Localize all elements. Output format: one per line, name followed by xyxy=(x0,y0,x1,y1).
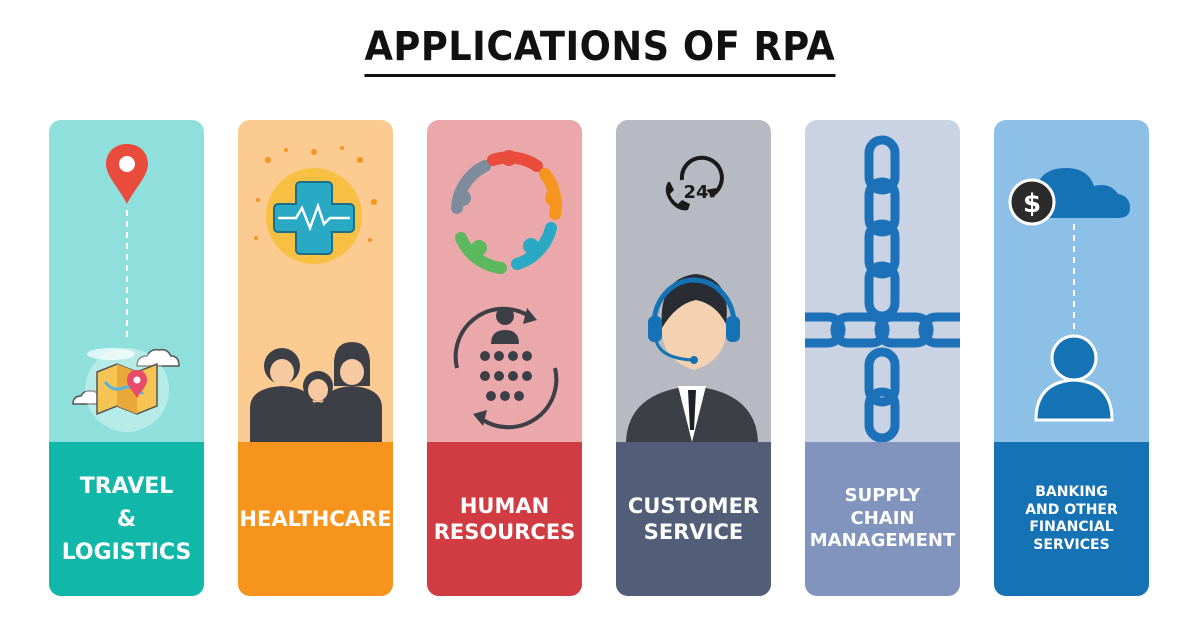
label-line: TRAVEL xyxy=(79,473,174,499)
page-title: APPLICATIONS OF RPA xyxy=(364,24,836,77)
label-line: HUMAN xyxy=(459,493,550,518)
card-human-resources: HUMAN RESOURCES xyxy=(427,120,582,596)
medical-cross-icon xyxy=(254,146,377,264)
dollar-cloud-icon: $ xyxy=(1008,168,1130,226)
page-title-wrap: APPLICATIONS OF RPA xyxy=(0,24,1200,77)
hr-illustration xyxy=(451,150,562,430)
label-line: SUPPLY xyxy=(844,485,921,507)
customer-service-illustration: 24 xyxy=(626,155,758,442)
card-label: SUPPLY CHAIN MANAGEMENT xyxy=(805,442,960,596)
card-banking: $ BANKING AND OTHER FINANCIAL SERVICES xyxy=(994,120,1149,596)
card-customer-service: 24 CUSTOMER SERVICE xyxy=(616,120,771,596)
user-icon xyxy=(1034,334,1114,422)
location-pin-icon xyxy=(106,144,148,204)
healthcare-illustration xyxy=(250,146,382,442)
card-healthcare: HEALTHCARE xyxy=(238,120,393,596)
card-supply-chain: SUPPLY CHAIN MANAGEMENT xyxy=(805,120,960,596)
label-line: CUSTOMER xyxy=(627,493,760,518)
label-line: CHAIN xyxy=(850,507,915,529)
chain-icon xyxy=(805,135,960,442)
label-line: & xyxy=(116,506,137,532)
map-icon xyxy=(85,348,169,432)
banking-illustration: $ xyxy=(1008,168,1130,422)
dollar-sign: $ xyxy=(1023,189,1041,219)
label-line: LOGISTICS xyxy=(61,539,192,565)
card-label: CUSTOMER SERVICE xyxy=(616,442,771,596)
staff-cycle-icon xyxy=(453,306,559,430)
label-line: HEALTHCARE xyxy=(239,506,392,531)
label-line: FINANCIAL SERVICES xyxy=(1029,519,1114,553)
label-line: BANKING xyxy=(1035,484,1108,500)
team-circle-icon xyxy=(451,150,562,274)
label-line: RESOURCES xyxy=(433,520,576,544)
card-label: TRAVEL & LOGISTICS xyxy=(49,442,204,596)
card-label: HEALTHCARE xyxy=(238,442,393,596)
card-label: HUMAN RESOURCES xyxy=(427,442,582,596)
label-line: SERVICE xyxy=(643,520,744,544)
support-agent-icon xyxy=(626,274,758,442)
label-line: MANAGEMENT xyxy=(809,530,956,552)
24h-label: 24 xyxy=(683,182,708,203)
card-travel-logistics: TRAVEL & LOGISTICS xyxy=(49,120,204,596)
travel-illustration xyxy=(72,144,180,432)
card-label: BANKING AND OTHER FINANCIAL SERVICES xyxy=(994,442,1149,596)
24h-phone-icon: 24 xyxy=(665,155,724,211)
label-line: AND OTHER xyxy=(1025,501,1118,518)
supply-chain-illustration xyxy=(805,135,960,442)
